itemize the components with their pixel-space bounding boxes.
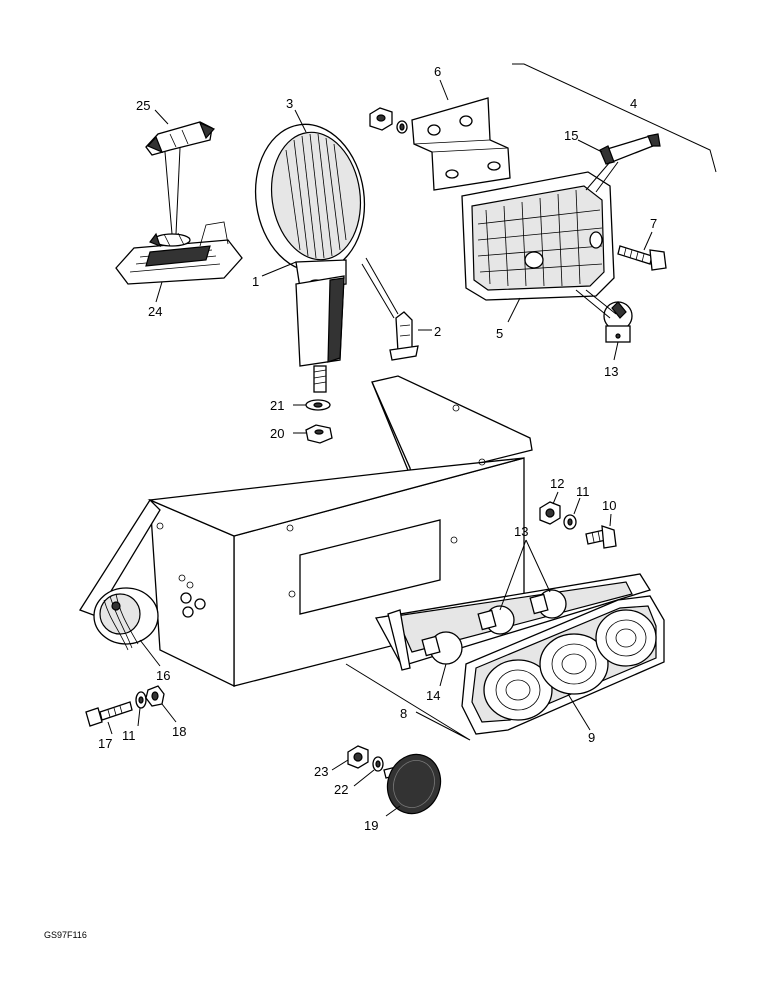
nut-18 — [145, 685, 165, 707]
callout-23: 23 — [314, 764, 328, 779]
callout-14: 14 — [426, 688, 440, 703]
callout-13-lower: 13 — [514, 524, 528, 539]
lens-cell-left — [483, 659, 553, 721]
festoon-bulb-15 — [599, 133, 661, 165]
callout-10: 10 — [602, 498, 616, 513]
screw-7 — [617, 245, 667, 271]
bracket-washer — [396, 120, 408, 134]
festoon-bulb-25 — [145, 121, 216, 156]
lens-cell-right — [595, 609, 657, 667]
callout-15: 15 — [564, 128, 578, 143]
bulb-13-lower-b — [529, 589, 567, 619]
washer-11-upper — [563, 514, 577, 530]
callout-21: 21 — [270, 398, 284, 413]
callout-19: 19 — [364, 818, 378, 833]
nut-20 — [305, 424, 333, 444]
callout-22: 22 — [334, 782, 348, 797]
callout-20: 20 — [270, 426, 284, 441]
rear-lamp-5 — [461, 171, 615, 301]
leader-lines — [107, 63, 717, 817]
bolt-17 — [85, 701, 133, 727]
callout-16: 16 — [156, 668, 170, 683]
nut-12 — [539, 501, 561, 525]
lens-cell-center — [539, 633, 609, 695]
screw-10 — [585, 525, 617, 549]
callout-3: 3 — [286, 96, 293, 111]
bracket-nut — [369, 107, 393, 131]
bulb-13-top — [603, 301, 633, 343]
reflector-19 — [383, 753, 442, 815]
wedge-bulb-2 — [389, 311, 419, 361]
callout-11-upper: 11 — [576, 484, 590, 499]
washer-22 — [372, 756, 384, 772]
callout-8: 8 — [400, 706, 407, 721]
callout-6: 6 — [434, 64, 441, 79]
callout-labels: 25 3 6 4 15 7 1 2 5 13 24 21 20 12 11 10… — [98, 64, 657, 833]
bracket-6 — [411, 97, 511, 191]
callout-17: 17 — [98, 736, 112, 751]
callout-4: 4 — [630, 96, 637, 111]
drawing-code: GS97F116 — [44, 930, 87, 940]
callout-9: 9 — [588, 730, 595, 745]
callout-12: 12 — [550, 476, 564, 491]
callout-2: 2 — [434, 324, 441, 339]
callout-18: 18 — [172, 724, 186, 739]
callout-13-top: 13 — [604, 364, 618, 379]
callout-25: 25 — [136, 98, 150, 113]
bulb-13-lower-a — [477, 605, 515, 635]
number-plate-lamp-24 — [115, 221, 243, 285]
callout-24: 24 — [148, 304, 162, 319]
grommet-16 — [93, 587, 159, 651]
callout-11-lower: 11 — [122, 728, 136, 743]
lock-washer-21 — [305, 399, 331, 411]
washer-11-lower — [135, 691, 147, 709]
triple-lens-9 — [461, 595, 665, 735]
callout-7: 7 — [650, 216, 657, 231]
callout-1: 1 — [252, 274, 259, 289]
nut-23 — [347, 745, 369, 769]
callout-5: 5 — [496, 326, 503, 341]
work-lamp-3 — [254, 123, 366, 393]
